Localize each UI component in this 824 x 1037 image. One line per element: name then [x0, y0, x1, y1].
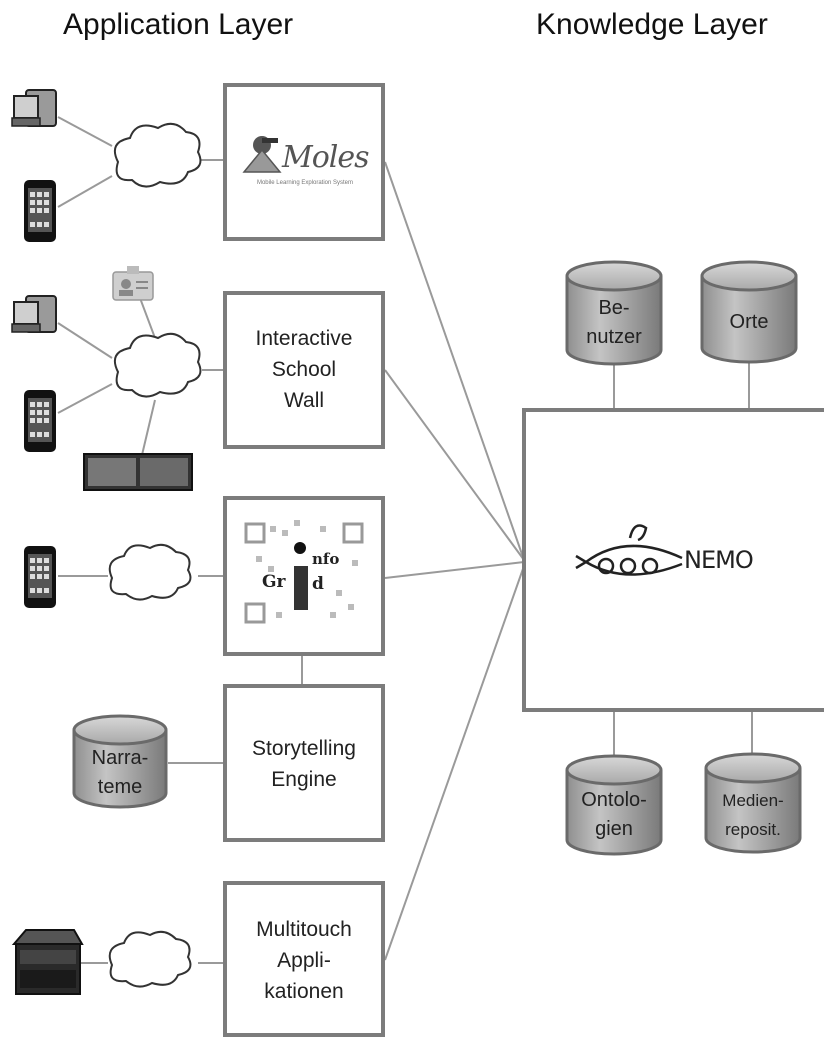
- storytelling-line-1: Storytelling: [252, 737, 356, 760]
- smartphone-icon: [24, 546, 56, 608]
- narrateme-line-2: teme: [97, 776, 143, 798]
- benutzer-line-2: nutzer: [586, 326, 642, 348]
- smartphone-icon: [24, 180, 56, 242]
- orte-label: Orte: [702, 308, 796, 337]
- cloud-icon: [108, 930, 192, 988]
- multitouch-label: Multitouch Appli- kationen: [225, 914, 383, 1007]
- ontologien-line-2: gien: [595, 818, 633, 840]
- medienrepository-line-2: reposit.: [725, 820, 781, 839]
- storytelling-box: [223, 684, 385, 842]
- ontologien-database-icon: [565, 754, 663, 856]
- benutzer-line-1: Be-: [598, 297, 630, 319]
- nemo-knowledge-box: [522, 408, 824, 712]
- storytelling-line-2: Engine: [271, 768, 337, 791]
- moles-tagline: Mobile Learning Exploration System: [256, 180, 354, 186]
- medienrepository-label: Medien- reposit.: [706, 786, 800, 844]
- cloud-icon: [114, 122, 202, 188]
- smartphone-icon: [24, 390, 56, 452]
- moles-logo-text: Moles: [282, 140, 370, 175]
- infogrid-logo-d: d: [312, 574, 324, 594]
- desktop-computer-icon: [11, 295, 57, 333]
- school-wall-line-3: Wall: [283, 389, 325, 412]
- multitouch-line-1: Multitouch: [256, 918, 352, 941]
- multitouch-line-2: Appli-: [277, 949, 331, 972]
- application-layer-header: Application Layer: [63, 8, 294, 41]
- medienrepository-database-icon: [704, 752, 802, 854]
- narrateme-line-1: Narra-: [91, 747, 149, 769]
- ontologien-label: Ontolo- gien: [567, 786, 661, 844]
- school-wall-box: [223, 291, 385, 449]
- connector-lines: [57, 116, 753, 964]
- id-card-icon: [112, 266, 154, 301]
- infogrid-logo-gr: Gr: [262, 572, 286, 592]
- storytelling-label: Storytelling Engine: [225, 733, 383, 795]
- qr-code-icon: [244, 520, 364, 624]
- orte-database-icon: [700, 260, 798, 364]
- narrateme-label: Narra- teme: [74, 744, 166, 802]
- cloud-icon: [108, 543, 192, 601]
- knowledge-layer-header: Knowledge Layer: [536, 8, 768, 41]
- multitouch-table-icon: [11, 929, 84, 995]
- multitouch-line-3: kationen: [264, 980, 344, 1003]
- benutzer-database-icon: [565, 260, 663, 366]
- ontologien-line-1: Ontolo-: [581, 789, 647, 811]
- nemo-logo-text: NEMO: [684, 546, 754, 574]
- submarine-icon: [575, 524, 683, 576]
- infogrid-logo-nfo: nfo: [312, 550, 340, 568]
- school-wall-line-2: School: [271, 358, 337, 381]
- narrateme-database-icon: [72, 714, 168, 809]
- school-wall-line-1: Interactive: [255, 327, 353, 350]
- multitouch-box: [223, 881, 385, 1037]
- school-wall-label: Interactive School Wall: [225, 323, 383, 416]
- display-screens-icon: [83, 453, 193, 491]
- orte-line-1: Orte: [729, 311, 769, 333]
- cloud-icon: [114, 332, 202, 398]
- benutzer-label: Be- nutzer: [567, 294, 661, 352]
- infogrid-i-glyph: [294, 542, 308, 610]
- medienrepository-line-1: Medien-: [722, 791, 784, 810]
- desktop-computer-icon: [11, 89, 57, 127]
- moles-logo: [242, 136, 282, 173]
